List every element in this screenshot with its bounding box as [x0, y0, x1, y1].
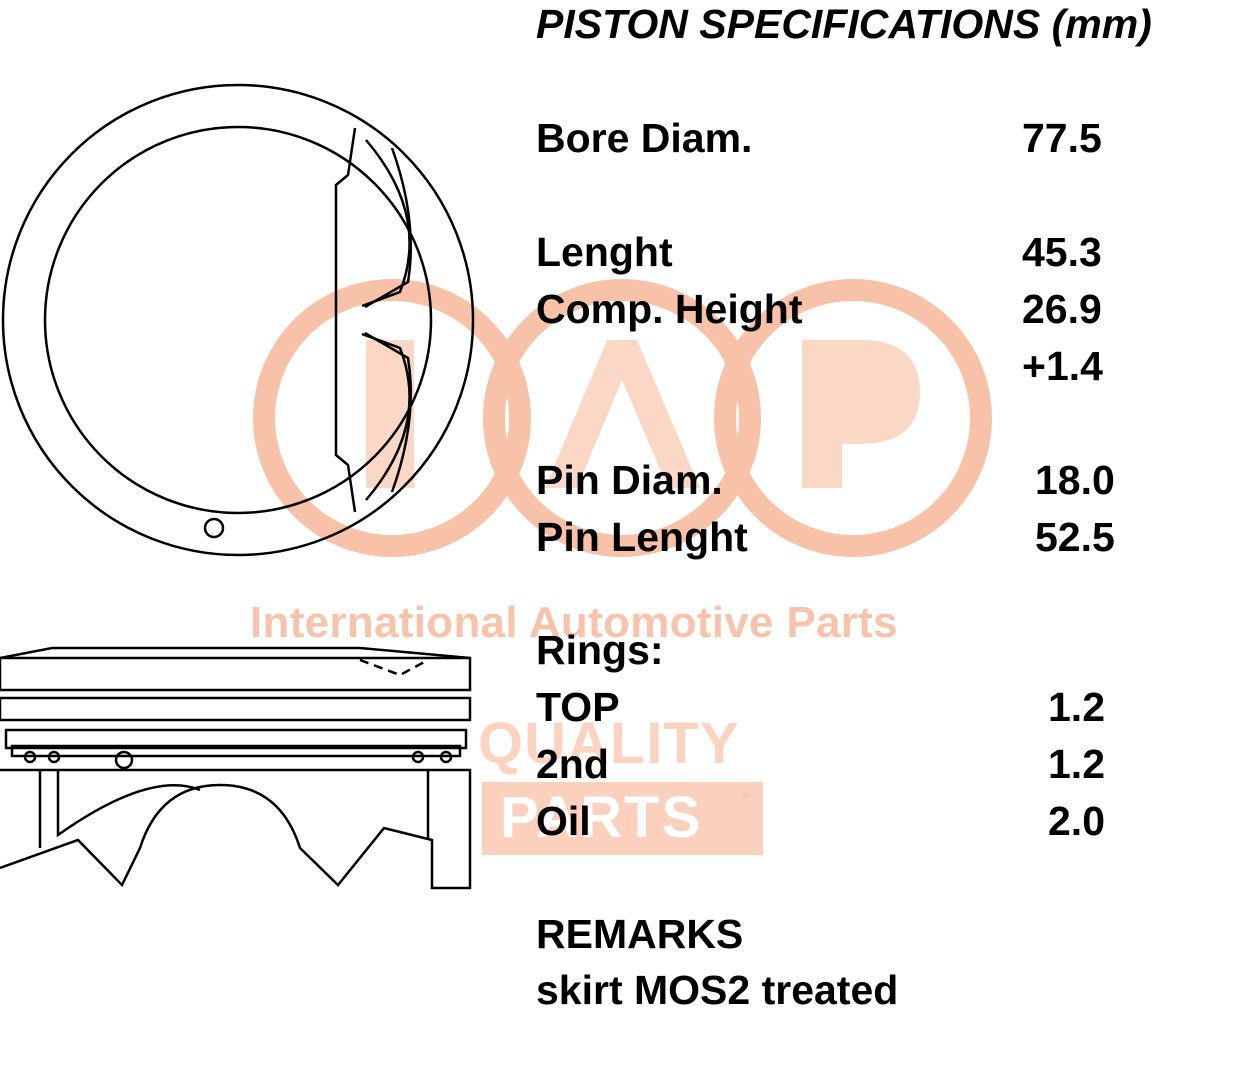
piston-inner-circle: [43, 125, 433, 515]
logo-letter-a: [545, 340, 700, 488]
logo-ring-right: [714, 279, 992, 557]
ring-groove-oil: [4, 728, 468, 750]
watermark-quality: QUALITY: [478, 711, 740, 776]
spec-comp-height-label: Comp. Height: [536, 286, 803, 332]
spec-pin-length-label: Pin Lenght: [536, 514, 748, 560]
spec-pin-diam-label: Pin Diam.: [536, 457, 723, 503]
watermark-company: International Automotive Parts: [250, 598, 898, 647]
spec-bore-value: 77.5: [1022, 115, 1102, 161]
spec-pin-length-value: 52.5: [1035, 514, 1115, 560]
logo-ring-middle: [483, 279, 761, 557]
piston-outer-circle: [1, 83, 475, 557]
spec-bore-label: Bore Diam.: [536, 115, 753, 161]
ring-oil-value: 2.0: [1048, 798, 1105, 844]
ring-top-value: 1.2: [1048, 684, 1105, 730]
remarks-text: skirt MOS2 treated: [536, 967, 899, 1013]
page-title: PISTON SPECIFICATIONS (mm): [536, 1, 1152, 47]
spec-comp-height-extra: +1.4: [1022, 343, 1103, 389]
spec-pin-diam-value: 18.0: [1035, 457, 1115, 503]
logo-letter-p: [802, 340, 920, 488]
watermark-parts: PARTS: [500, 785, 703, 850]
piston-top-view: [1, 83, 475, 557]
piston-side-view: [0, 646, 472, 890]
ring-second-value: 1.2: [1048, 741, 1105, 787]
pin-hole-marker: [114, 750, 134, 770]
spec-length-value: 45.3: [1022, 229, 1102, 275]
ring-groove-second: [0, 696, 472, 722]
remarks-heading: REMARKS: [536, 911, 744, 957]
ring-oil-label: Oil: [536, 798, 591, 844]
valve-relief-band: [334, 127, 357, 513]
ring-top-label: TOP: [536, 684, 620, 730]
spec-comp-height-value: 26.9: [1022, 286, 1102, 332]
watermark-parts-box: [482, 782, 763, 855]
spec-length-label: Lenght: [536, 229, 673, 275]
piston-marker-hole: [203, 517, 225, 539]
ring-second-label: 2nd: [536, 741, 609, 787]
piston-skirt: [0, 768, 472, 890]
rings-heading: Rings:: [536, 627, 664, 673]
ring-groove-top: [0, 656, 472, 692]
watermark-reg-mark: ®: [742, 790, 750, 801]
